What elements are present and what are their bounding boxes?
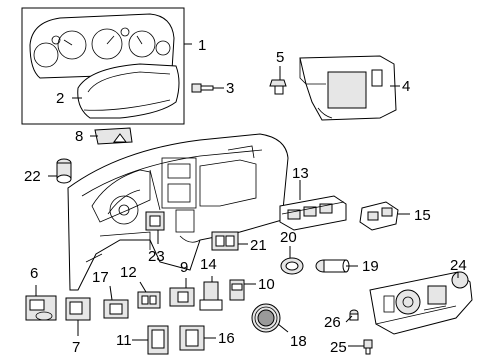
callout-26: 26	[324, 314, 341, 331]
screw-3	[191, 83, 214, 93]
callout-1: 1	[198, 37, 206, 54]
clip-5	[269, 79, 287, 95]
callout-10: 10	[258, 276, 275, 293]
hazard-switch	[94, 127, 133, 145]
switch-6	[25, 295, 57, 321]
switch-21	[211, 231, 239, 251]
switch-12	[137, 291, 161, 309]
callout-24: 24	[450, 257, 467, 274]
switch-7	[65, 297, 91, 321]
callout-17: 17	[92, 269, 109, 286]
callout-7: 7	[72, 339, 80, 356]
control-panel-13	[279, 195, 347, 231]
socket-20	[280, 257, 304, 275]
callout-2: 2	[56, 90, 64, 107]
callout-19: 19	[362, 258, 379, 275]
callout-21: 21	[250, 237, 267, 254]
callout-11: 11	[116, 332, 132, 349]
switch-10	[229, 279, 245, 301]
cluster-frame	[21, 7, 185, 125]
switch-11	[147, 325, 169, 355]
callout-12: 12	[120, 264, 137, 281]
switch-23	[145, 211, 165, 231]
dashboard	[67, 133, 289, 291]
knob-22	[56, 158, 72, 184]
callout-16: 16	[218, 330, 235, 347]
start-button-18	[251, 303, 281, 333]
bulb-26	[349, 309, 359, 321]
climate-panel-24	[369, 271, 473, 335]
callout-15: 15	[414, 207, 431, 224]
callout-4: 4	[402, 78, 410, 95]
callout-6: 6	[30, 265, 38, 282]
callout-9: 9	[180, 259, 188, 276]
callout-8: 8	[75, 128, 83, 145]
lighter-19	[315, 259, 350, 273]
callout-labels: 1 2 3 4 5 6 7 8 9 10 11 12 13 14 15 16 1…	[24, 37, 467, 356]
callout-20: 20	[280, 229, 297, 246]
callout-18: 18	[290, 333, 307, 350]
callout-25: 25	[330, 339, 347, 356]
switch-14	[199, 281, 223, 311]
screw-25	[363, 339, 373, 355]
callout-22: 22	[24, 168, 41, 185]
cluster-lens	[77, 63, 180, 119]
switch-9	[169, 287, 195, 307]
leader-lines	[35, 43, 459, 347]
instrument-cluster	[29, 13, 175, 79]
callout-23: 23	[148, 248, 165, 265]
callout-13: 13	[292, 165, 309, 182]
callout-14: 14	[200, 256, 217, 273]
display-module	[299, 55, 397, 121]
callout-3: 3	[226, 80, 234, 97]
switch-17	[103, 299, 129, 319]
switch-16	[179, 325, 205, 351]
switch-module-15	[359, 201, 399, 231]
callout-5: 5	[276, 49, 284, 66]
